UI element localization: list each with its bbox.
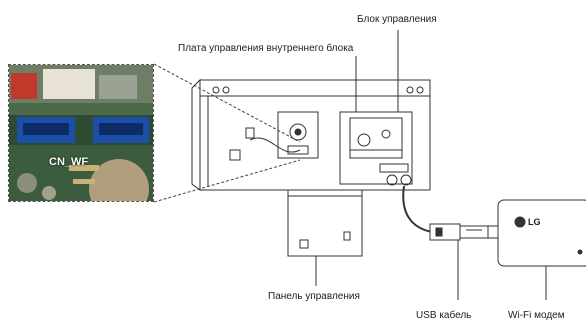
indoor-board-label: Плата управления внутреннего блока bbox=[178, 43, 353, 54]
control-panel-label: Панель управления bbox=[268, 291, 360, 302]
control-panel-cover bbox=[288, 190, 362, 256]
usb-cable-line bbox=[403, 186, 432, 232]
wifi-modem-label: Wi-Fi модем bbox=[508, 310, 565, 321]
control-block-label: Блок управления bbox=[357, 14, 437, 25]
wifi-modem bbox=[498, 200, 586, 266]
usb-connector bbox=[430, 224, 500, 240]
usb-cable-label: USB кабель bbox=[416, 310, 471, 321]
modem-brand-label: LG bbox=[528, 217, 541, 227]
internal-cable bbox=[250, 138, 300, 152]
chassis bbox=[192, 80, 430, 190]
control-block bbox=[340, 112, 412, 185]
